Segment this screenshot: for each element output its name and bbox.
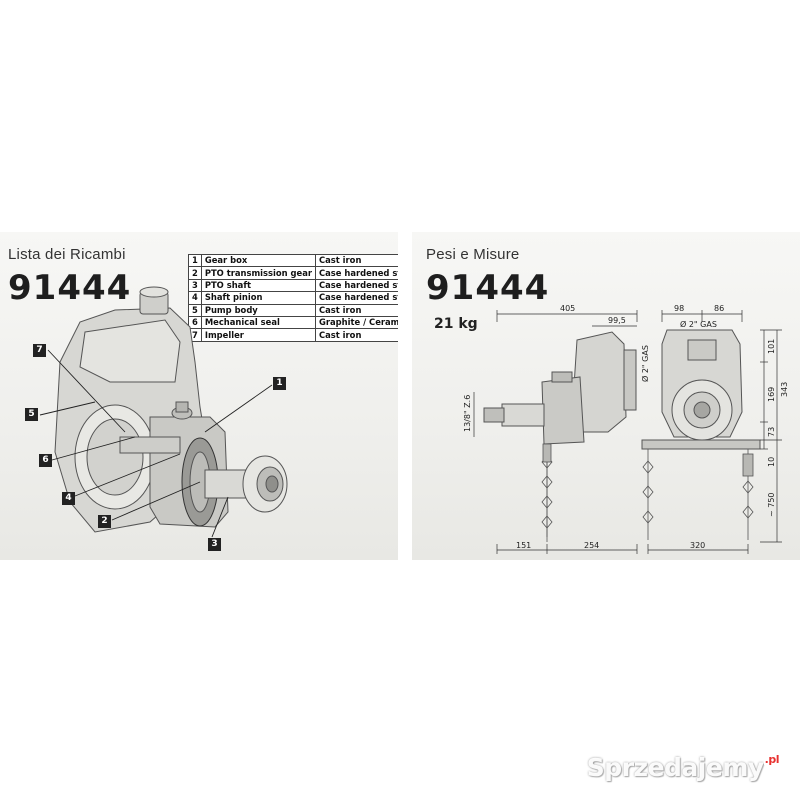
callout-5: 5 (25, 408, 38, 421)
dim-320: 320 (690, 541, 705, 550)
callout-3: 3 (208, 538, 221, 551)
callout-4: 4 (62, 492, 75, 505)
dim-shaft: 13/8" Z.6 (463, 395, 472, 432)
exploded-pump-drawing (39, 286, 288, 538)
parts-list-code: 91444 (8, 268, 132, 308)
callout-2: 2 (98, 515, 111, 528)
part-material: Cast iron (314, 328, 398, 342)
callout-1: 1 (273, 377, 286, 390)
dim-151: 151 (516, 541, 531, 550)
dimension-drawing: 405 99,5 98 86 Ø 2" GAS Ø 2" GAS 13/8" Z… (463, 304, 789, 554)
dimensions-code: 91444 (426, 268, 550, 308)
callout-7: 7 (33, 344, 46, 357)
dim-10: 10 (767, 457, 776, 467)
watermark-logo: Sprzedajemy.pl (587, 753, 780, 782)
dim-73: 73 (767, 427, 776, 437)
dim-99-5: 99,5 (608, 316, 626, 325)
dim-gas-top: Ø 2" GAS (680, 319, 717, 329)
dim-gas-side: Ø 2" GAS (640, 345, 650, 382)
dim-86: 86 (714, 304, 724, 313)
watermark-suffix: .pl (763, 753, 780, 766)
dim-405: 405 (560, 304, 575, 313)
parts-list-heading: Lista dei Ricambi (8, 246, 126, 263)
watermark-text: Sprzedajemy (586, 753, 764, 782)
dim-101: 101 (767, 339, 776, 354)
dimensions-heading: Pesi e Misure (426, 246, 520, 263)
pump-weight: 21 kg (434, 316, 478, 332)
dim-343: 343 (780, 382, 789, 397)
dim-254: 254 (584, 541, 599, 550)
dimensions-panel: Pesi e Misure 91444 21 kg (412, 232, 800, 560)
part-name: Impeller (200, 328, 316, 342)
dim-98: 98 (674, 304, 684, 313)
dim-169: 169 (767, 387, 776, 402)
callout-6: 6 (39, 454, 52, 467)
dim-750: ~ 750 (767, 492, 776, 517)
